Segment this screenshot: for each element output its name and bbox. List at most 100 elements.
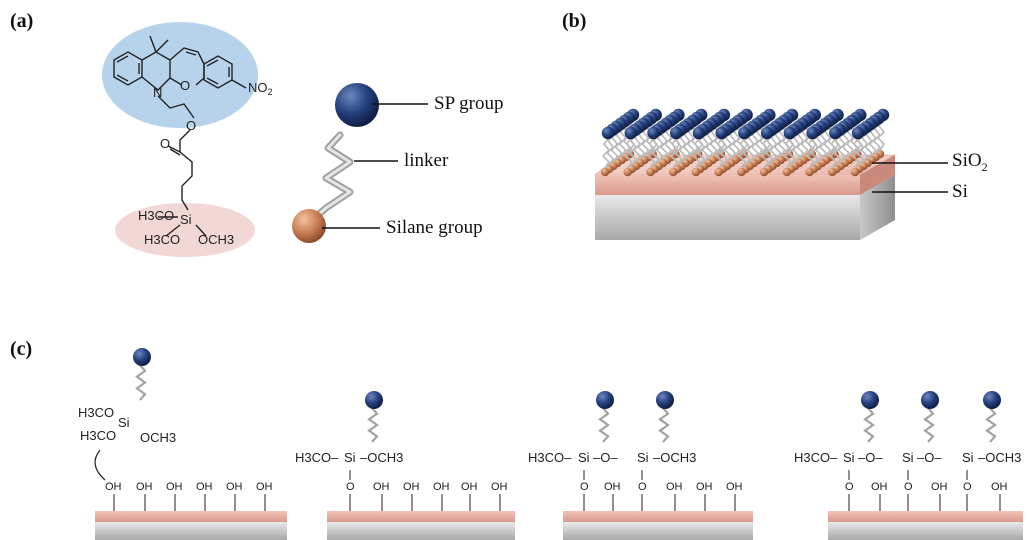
sp-ball xyxy=(760,126,774,140)
linker-chain xyxy=(750,129,759,160)
h3co-label: H3CO xyxy=(78,405,114,420)
oxygen-label: O xyxy=(638,481,647,493)
linker-chain xyxy=(709,126,718,157)
hydroxyl-label: OH xyxy=(726,481,743,493)
och3-label: –OCH3 xyxy=(653,450,696,465)
panel-a: N O NO2 O O Si H3CO H3CO OCH3 xyxy=(102,22,428,257)
nitro-label: NO2 xyxy=(248,80,273,97)
linker-chain xyxy=(837,132,846,163)
linker-chain xyxy=(610,132,619,163)
hydroxyl-label: OH xyxy=(433,481,450,493)
och3-label: –OCH3 xyxy=(360,450,403,465)
linker-chain xyxy=(659,129,669,160)
linker-chain xyxy=(876,120,886,151)
och3-label: –OCH3 xyxy=(978,450,1021,465)
silane-ball xyxy=(714,167,723,177)
sio2-label: SiO2 xyxy=(952,150,988,174)
sp-ball xyxy=(365,391,383,409)
linker-chain xyxy=(923,407,935,443)
h3co-label: H3CO xyxy=(80,428,116,443)
hydroxyl-label: OH xyxy=(373,481,390,493)
hydroxyl-label: OH xyxy=(403,481,420,493)
linker-chain xyxy=(851,138,861,169)
linker-chain xyxy=(606,135,615,166)
h3co-label: H3CO– xyxy=(528,450,572,465)
linker-chain xyxy=(792,132,801,163)
oxygen-label: O xyxy=(580,481,589,493)
nitrogen-label: N xyxy=(153,85,162,100)
sp-ball xyxy=(596,391,614,409)
silane-ball xyxy=(805,167,814,177)
sp-model xyxy=(292,83,379,243)
linker-chain xyxy=(655,132,664,163)
panel-b xyxy=(594,108,948,240)
linker-chain xyxy=(658,407,670,443)
linker-chain xyxy=(728,129,737,160)
linker-chain xyxy=(637,129,646,160)
linker-chain xyxy=(135,364,147,401)
silane-ball xyxy=(737,167,746,177)
carbonyl-oxygen-label: O xyxy=(160,136,170,151)
linker-chain xyxy=(732,126,741,157)
hydroxyl-label: OH xyxy=(196,481,213,493)
sp-ball xyxy=(647,126,660,140)
sp-ball xyxy=(692,126,706,140)
linker-chain xyxy=(754,126,764,157)
linker-chain xyxy=(845,126,855,157)
si-label: Si xyxy=(578,450,590,465)
panel-label-c: (c) xyxy=(10,338,33,360)
linker-chain xyxy=(663,126,673,157)
linker-chain xyxy=(833,135,842,166)
si-label: Si xyxy=(118,415,130,430)
monolayer xyxy=(600,108,890,177)
linker-chain xyxy=(674,135,683,166)
linker-chain xyxy=(829,138,838,169)
substrate xyxy=(327,511,515,540)
linker-chain xyxy=(701,132,710,163)
si-label: Si xyxy=(637,450,649,465)
oxygen-label: O xyxy=(845,481,854,493)
silane-ball xyxy=(623,167,632,177)
och3-label: OCH3 xyxy=(140,430,176,445)
silane-ball xyxy=(759,167,769,177)
silane-ball xyxy=(691,167,701,177)
linker-chain xyxy=(678,132,687,163)
sp-ball xyxy=(624,126,637,140)
silane-ball xyxy=(600,167,610,177)
hydroxyl-label: OH xyxy=(696,481,713,493)
linker-chain xyxy=(746,132,755,163)
hydroxyl-label: OH xyxy=(226,481,243,493)
sp-ball xyxy=(829,126,842,140)
sp-ball xyxy=(806,126,819,140)
linker-chain xyxy=(618,126,627,157)
linker-chain xyxy=(769,132,778,163)
hydroxyl-label: OH xyxy=(166,481,183,493)
linker-chain xyxy=(614,129,623,160)
panel-label-b: (b) xyxy=(562,10,587,32)
linker-chain xyxy=(872,123,881,154)
h3co-label-2: H3CO xyxy=(144,232,180,247)
si-layer xyxy=(828,522,1023,540)
h3co-label: H3CO– xyxy=(794,450,838,465)
si-substrate-label: Si xyxy=(952,181,968,202)
linker-chain xyxy=(985,407,997,443)
linker-chain xyxy=(800,126,809,157)
si-layer xyxy=(327,522,515,540)
substrate xyxy=(828,511,1023,540)
substrate xyxy=(563,511,753,540)
linker-chain xyxy=(624,138,633,169)
sp-ball xyxy=(851,126,865,140)
linker-chain xyxy=(692,138,701,169)
linker-chain xyxy=(806,138,815,169)
linker-chain xyxy=(686,126,695,157)
linker-chain xyxy=(647,138,656,169)
linker-chain xyxy=(696,135,706,166)
si-label: Si xyxy=(344,450,356,465)
linker-chain xyxy=(783,138,792,169)
hydroxyl-label: OH xyxy=(256,481,273,493)
linker-chain xyxy=(628,135,637,166)
oxygen-label: O xyxy=(963,481,972,493)
sp-ball xyxy=(669,126,683,140)
sp-group-label: SP group xyxy=(434,93,504,114)
